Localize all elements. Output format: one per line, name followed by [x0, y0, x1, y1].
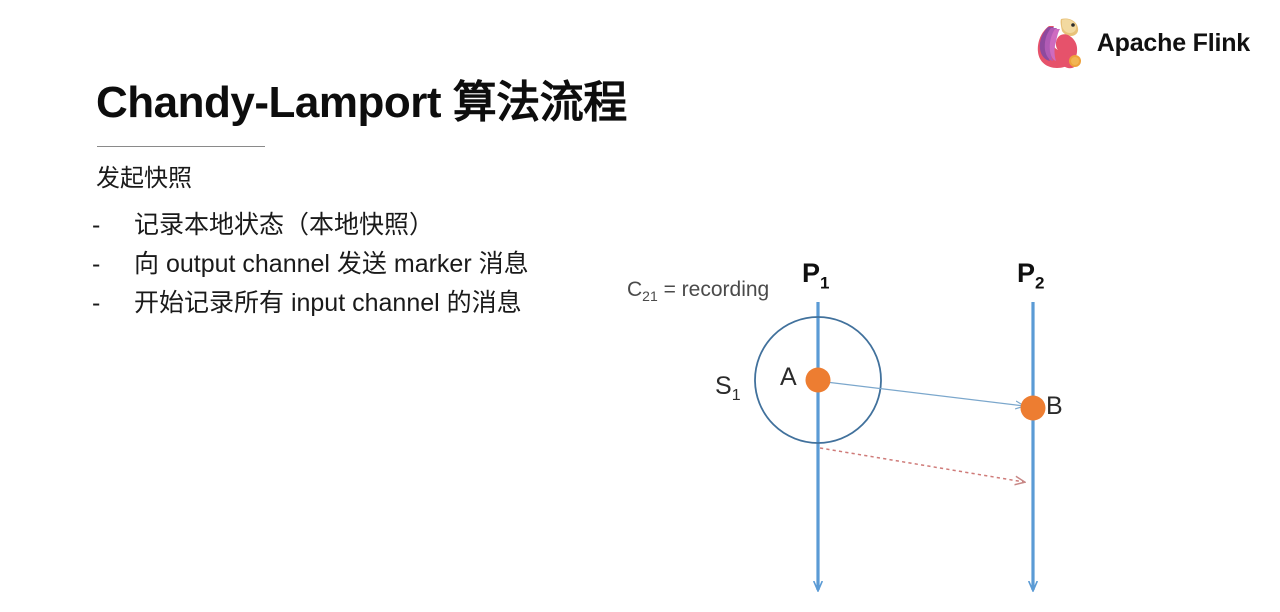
event-dot-a — [805, 367, 831, 393]
channel-state-label: C21 = recording — [627, 278, 769, 304]
p2-sub: 2 — [1035, 273, 1045, 293]
bullet-marker: - — [92, 289, 101, 317]
message-arrow-a-to-b — [825, 381, 1024, 406]
c-value: = recording — [657, 278, 770, 301]
p1-base: P — [802, 258, 821, 288]
c-sub: 21 — [642, 288, 658, 305]
title-divider — [97, 146, 265, 147]
snapshot-label: S1 — [715, 372, 741, 405]
bullet-text: 开始记录所有 input channel 的消息 — [134, 289, 522, 317]
brand-logo: Apache Flink — [1031, 14, 1250, 72]
list-item: - 开始记录所有 input channel 的消息 — [92, 284, 529, 323]
event-label-a: A — [780, 363, 797, 391]
snapshot-circle — [754, 316, 882, 444]
bullet-marker: - — [92, 211, 101, 239]
bullet-text: 记录本地状态（本地快照） — [134, 211, 435, 239]
diagram-svg — [754, 302, 1046, 612]
s-base: S — [715, 372, 732, 400]
timeline-label-p1: P1 — [802, 258, 829, 293]
list-item: - 记录本地状态（本地快照） — [92, 206, 529, 245]
timeline-label-p2: P2 — [1017, 258, 1044, 293]
chandy-lamport-diagram: P1 P2 C21 = recording S1 A B — [600, 250, 1280, 612]
bullet-list: - 记录本地状态（本地快照） - 向 output channel 发送 mar… — [92, 206, 529, 323]
brand-name: Apache Flink — [1096, 28, 1250, 57]
bullet-marker: - — [92, 250, 101, 278]
p1-sub: 1 — [820, 273, 830, 293]
event-label-b: B — [1046, 392, 1063, 420]
bullet-text: 向 output channel 发送 marker 消息 — [134, 250, 529, 278]
event-dot-b — [1020, 395, 1046, 421]
page-title: Chandy-Lamport 算法流程 — [96, 78, 627, 127]
list-item: - 向 output channel 发送 marker 消息 — [92, 245, 529, 284]
p2-base: P — [1017, 258, 1036, 288]
page-subtitle: 发起快照 — [96, 165, 192, 192]
flink-squirrel-icon — [1037, 18, 1081, 69]
c-base: C — [627, 278, 643, 301]
marker-arrow-p1-to-p2 — [819, 447, 1024, 482]
s-sub: 1 — [731, 387, 741, 404]
